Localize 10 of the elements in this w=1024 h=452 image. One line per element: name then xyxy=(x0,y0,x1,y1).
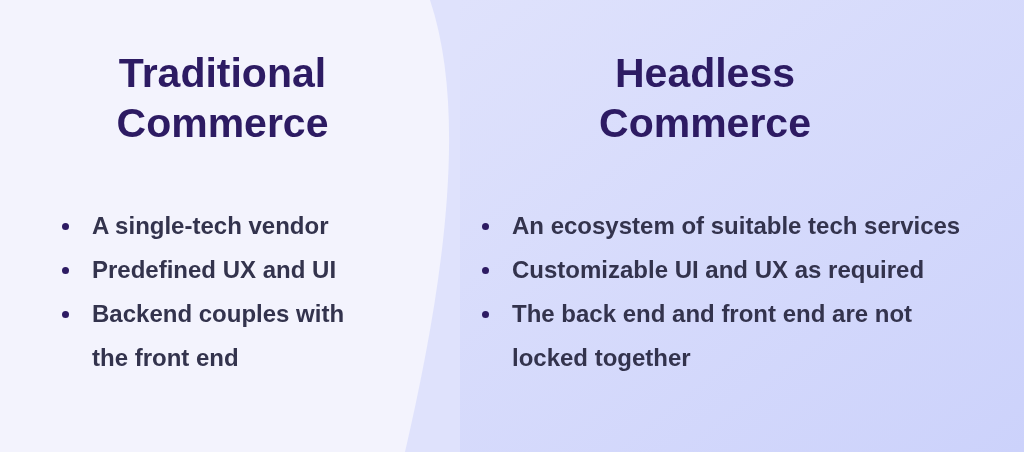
bullet-item: The back end and front end are not locked together xyxy=(512,299,914,373)
bullet-item: A single-tech vendor xyxy=(92,211,330,241)
bullet-item: Customizable UI and UX as required xyxy=(512,255,926,285)
comparison-panel xyxy=(0,0,460,452)
column-heading: Traditional Commerce xyxy=(115,49,330,148)
bullet-item: Backend couples with the front end xyxy=(92,299,346,373)
comparison-panel xyxy=(460,0,1024,452)
bullet-item: Predefined UX and UI xyxy=(92,255,338,285)
column-heading: Headless Commerce xyxy=(598,49,812,148)
bullet-item: An ecosystem of suitable tech services xyxy=(512,211,962,241)
